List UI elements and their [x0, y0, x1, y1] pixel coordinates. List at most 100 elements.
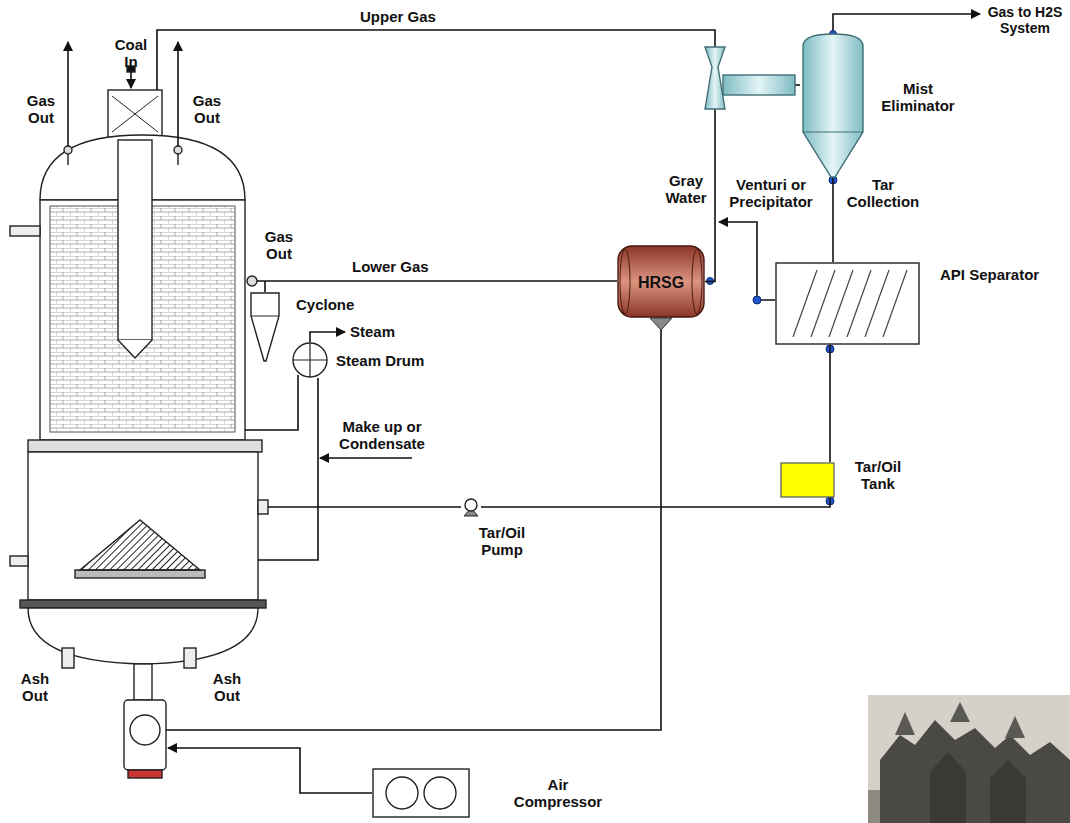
drawing-line [865, 270, 889, 337]
stream-label: Gray Water [662, 172, 710, 206]
drawing-line [293, 359, 327, 360]
drawing-path [157, 30, 715, 90]
process-connector [829, 345, 831, 462]
stream-label: Gas Out [186, 92, 228, 126]
stream-label: Ash Out [14, 670, 56, 704]
drawing-path [168, 748, 372, 793]
drawing-circle [465, 499, 477, 511]
equipment-label: Venturi or Precipitator [722, 176, 820, 210]
stream-label: Coal In [110, 36, 152, 70]
drawing-path [990, 760, 1026, 823]
drawing-path [705, 47, 725, 109]
drawing-rect [10, 556, 28, 566]
drawing-line [793, 270, 817, 337]
drawing-rect [134, 664, 152, 700]
stream-label: Ash Out [206, 670, 248, 704]
hrsg-drain-cone [650, 318, 672, 330]
drawing-path [719, 222, 775, 300]
drawing-rect [781, 463, 834, 497]
stream-label: Gas Out [20, 92, 62, 126]
drawing-rect [776, 263, 919, 344]
stream-label: Gas Out [258, 228, 300, 262]
drawing-rect [868, 695, 1070, 823]
tar-oil-pump-outline [461, 497, 481, 517]
drawing-line [829, 270, 853, 337]
drawing-path [268, 506, 461, 508]
api-separator: API Separator [775, 262, 920, 345]
drawing-rect [20, 600, 266, 608]
process-connector [832, 178, 834, 262]
tar-oil-tank: Tar/Oil Tank [780, 462, 835, 498]
hrsg-vessel: HRSG [617, 245, 705, 318]
drawing-line [251, 316, 279, 317]
drawing-circle [293, 343, 327, 377]
drawing-path [166, 330, 661, 730]
drawing-line [883, 270, 907, 337]
drawing-line [811, 270, 835, 337]
mist-eliminator-outline [800, 32, 866, 178]
drawing-path [895, 702, 1025, 738]
stream-label: Gas to H2S System [984, 4, 1066, 36]
gasifier-drawing [10, 66, 268, 778]
drawing-ellipse [620, 249, 630, 314]
drawing-rect [258, 500, 268, 514]
drawing-rect [10, 226, 40, 236]
tar-oil-pump: Tar/Oil Pump [461, 497, 481, 517]
drawing-path [67, 42, 69, 146]
drawing-path [112, 96, 158, 132]
drawing-rect [373, 769, 469, 817]
equipment-label: Mist Eliminator [878, 80, 958, 114]
equipment-label: Steam Drum [336, 352, 424, 369]
drawing-rect [723, 75, 795, 95]
drawing-path [930, 752, 966, 823]
drawing-rect [28, 452, 258, 600]
process-connector [795, 84, 800, 86]
steam-drum-outline [292, 342, 328, 378]
drawing-path [258, 378, 318, 560]
drawing-rect [75, 570, 205, 578]
equipment-label: Tar/Oil Tank [848, 458, 908, 492]
drawing-path [833, 14, 980, 32]
drawing-circle [386, 777, 418, 809]
drawing-rect [28, 440, 262, 452]
air-compressor-outline [372, 768, 470, 818]
drawing-path [803, 34, 863, 177]
steam-drum: Steam Drum [292, 342, 328, 378]
drawing-rect [118, 140, 152, 340]
drawing-rect [124, 700, 166, 770]
equipment-label: Tar/Oil Pump [470, 524, 534, 558]
drawing-rect [618, 246, 704, 317]
drawing-path [130, 72, 132, 88]
drawing-path [264, 281, 266, 292]
drawing-path [118, 340, 152, 358]
drawing-circle [130, 715, 160, 745]
drawing-circle [753, 296, 761, 304]
equipment-label: Cyclone [296, 296, 354, 313]
drawing-path [251, 293, 279, 361]
equipment-label: API Separator [940, 266, 1039, 283]
stream-label: Lower Gas [352, 258, 429, 275]
photo-inset [868, 695, 1070, 823]
cyclone: Cyclone [250, 292, 280, 362]
drawing-line [67, 154, 68, 165]
drawing-polygon [80, 520, 200, 570]
drawing-path [257, 280, 617, 282]
mist-eliminator: Mist Eliminator [800, 32, 866, 178]
drawing-rect [184, 648, 196, 668]
drawing-ellipse [692, 249, 702, 314]
venturi-scrubber-outline [705, 45, 795, 112]
stream-label: Make up or Condensate [336, 418, 428, 452]
drawing-path [245, 375, 298, 430]
stream-label: Steam [350, 323, 395, 340]
tar-oil-tank-outline [780, 462, 835, 498]
stream-label: Upper Gas [360, 8, 436, 25]
drawing-line [177, 154, 178, 165]
process-connector [481, 498, 830, 507]
drawing-path [177, 42, 179, 146]
process-lines [68, 14, 980, 793]
